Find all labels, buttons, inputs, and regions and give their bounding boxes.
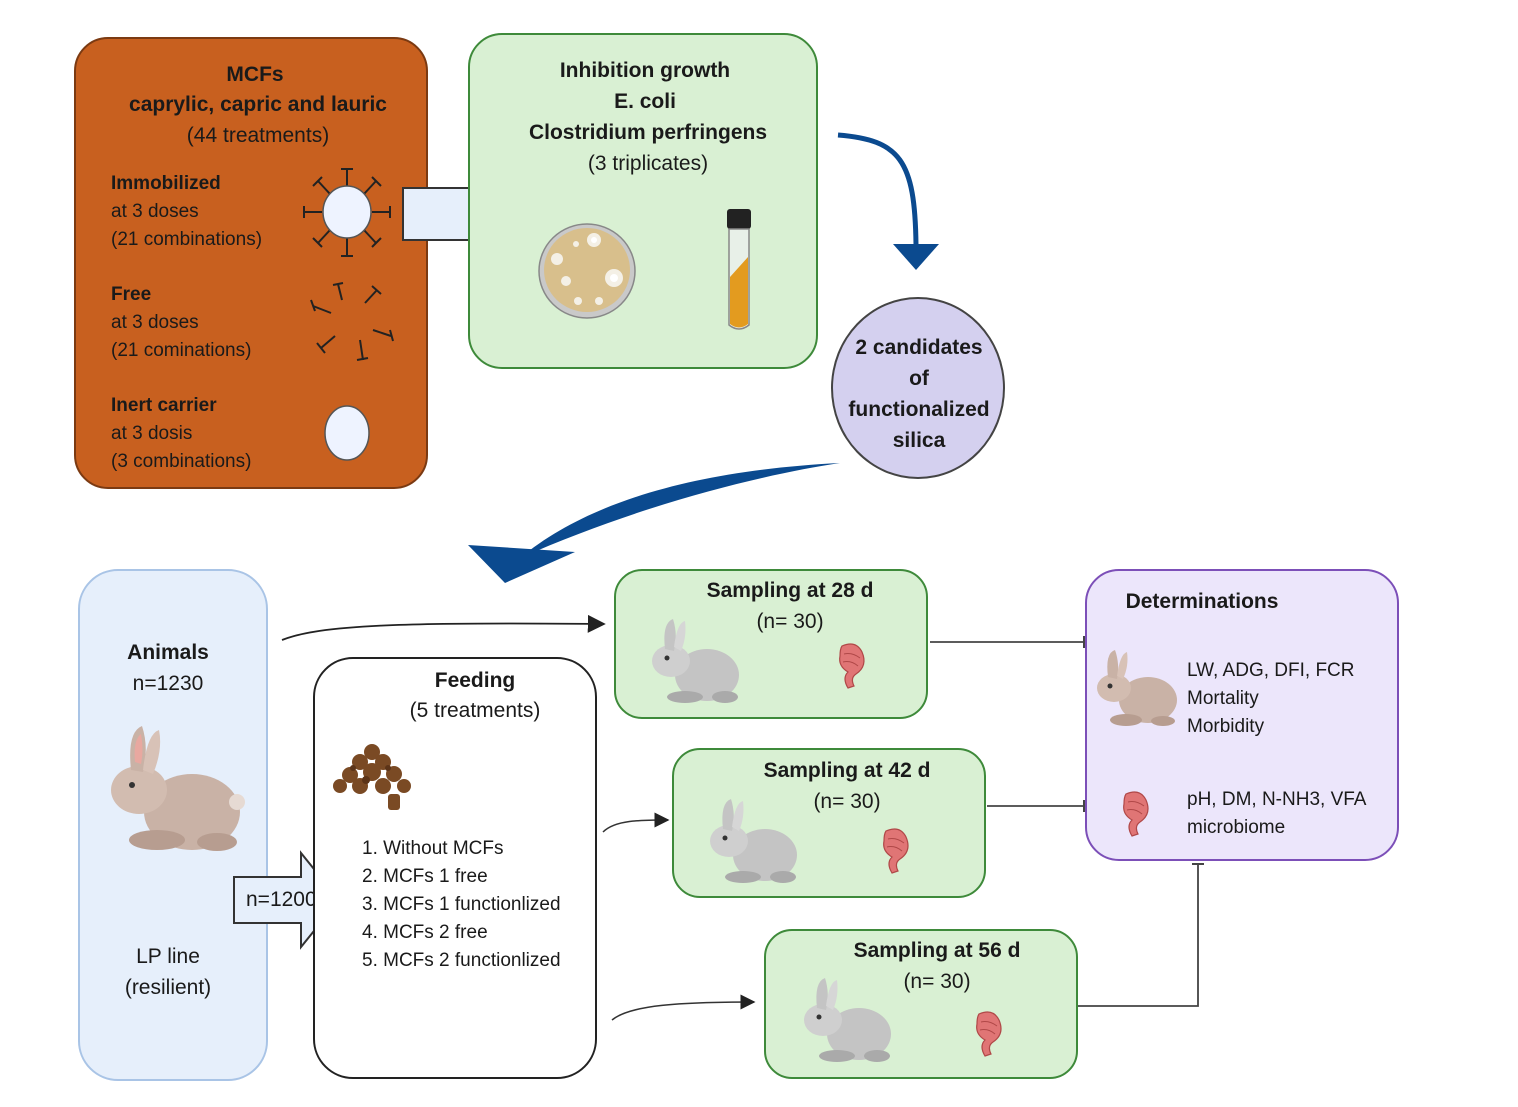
curved-arrow-to-candidates	[837, 132, 919, 246]
sampling-42-title: Sampling at 42 d	[763, 759, 931, 782]
rabbit-gray-icon	[652, 619, 739, 703]
feeding-item-5: 5. MCFs 2 functionlized	[362, 950, 561, 971]
cecum-icon	[1123, 791, 1149, 837]
animals-count: n=1230	[132, 672, 204, 695]
arrow-animals-to-s28	[281, 614, 606, 641]
inhibition-ecoli: E. coli	[614, 90, 676, 113]
inhibition-clostridium: Clostridium perfringens	[528, 121, 768, 144]
immobilized-combos: (21 combinations)	[111, 229, 263, 250]
feeding-count: (5 treatments)	[409, 699, 541, 722]
sampling-28-n: (n= 30)	[756, 610, 824, 633]
immobilized-doses: at 3 doses	[111, 201, 199, 222]
cecum-icon	[976, 1011, 1002, 1057]
animals-note: (resilient)	[124, 976, 212, 999]
inert-carrier-icon	[324, 405, 370, 461]
free-doses: at 3 doses	[111, 312, 199, 333]
feeding-title: Feeding	[434, 669, 516, 692]
animals-line: LP line	[136, 945, 200, 968]
free-molecules-icon	[310, 282, 394, 361]
inhibition-triplicates: (3 triplicates)	[587, 152, 709, 175]
immobilized-label: Immobilized	[111, 173, 221, 194]
candidates-line1: 2 candidates	[855, 336, 983, 359]
feeding-box	[313, 657, 597, 1079]
cecal-line-2: microbiome	[1187, 817, 1286, 838]
arrow-label: n=1200	[246, 888, 317, 911]
feeding-item-2: 2. MCFs 1 free	[362, 866, 488, 887]
sampling-42-n: (n= 30)	[813, 790, 881, 813]
sampling-56-n: (n= 30)	[903, 970, 971, 993]
feed-pellets-icon	[333, 744, 411, 810]
rabbit-gray-icon	[804, 978, 891, 1062]
candidates-line3: functionalized	[848, 398, 990, 421]
rabbit-gray-icon	[710, 799, 797, 883]
feeding-item-4: 4. MCFs 2 free	[362, 922, 488, 943]
sampling-28-title: Sampling at 28 d	[706, 579, 874, 602]
curved-arrow-to-animals	[520, 463, 840, 558]
free-combos: (21 cominations)	[111, 340, 252, 361]
test-tube-icon	[727, 209, 751, 330]
candidates-circle	[831, 297, 1005, 479]
inhibition-box	[468, 33, 818, 369]
mcfs-count: (44 treatments)	[186, 124, 330, 147]
sampling-56-box	[764, 929, 1078, 1079]
inhibition-title: Inhibition growth	[559, 59, 731, 82]
cecal-line-1: pH, DM, N-NH3, VFA	[1187, 789, 1367, 810]
cecum-icon	[883, 828, 909, 874]
inert-combos: (3 combinations)	[111, 451, 252, 472]
arrow-feeding-to-s56	[611, 994, 756, 1021]
determinations-title: Determinations	[1125, 590, 1279, 613]
cecum-icon	[839, 643, 865, 689]
feeding-item-1: 1. Without MCFs	[362, 838, 504, 859]
mcfs-title: MCFs	[226, 63, 284, 86]
inert-doses: at 3 dosis	[111, 423, 193, 444]
candidates-line4: silica	[892, 429, 946, 452]
petri-dish-icon	[538, 223, 636, 319]
sampling-56-title: Sampling at 56 d	[853, 939, 1021, 962]
free-label: Free	[111, 284, 152, 305]
mcfs-subtitle: caprylic, capric and lauric	[129, 93, 387, 116]
growth-line-2: Mortality	[1187, 688, 1259, 709]
rabbit-icon	[1097, 650, 1177, 726]
mcfs-box	[74, 37, 428, 489]
candidates-line2: of	[909, 367, 929, 390]
rabbit-icon	[111, 726, 245, 851]
immobilized-particle-icon	[303, 168, 391, 257]
inert-label: Inert carrier	[111, 395, 217, 416]
feeding-item-3: 3. MCFs 1 functionlized	[362, 894, 561, 915]
line-s56-to-det	[1078, 864, 1199, 1007]
animals-title: Animals	[127, 641, 209, 664]
arrow-feeding-to-s42	[602, 812, 670, 833]
growth-line-1: LW, ADG, DFI, FCR	[1187, 660, 1355, 681]
growth-line-3: Morbidity	[1187, 716, 1265, 737]
